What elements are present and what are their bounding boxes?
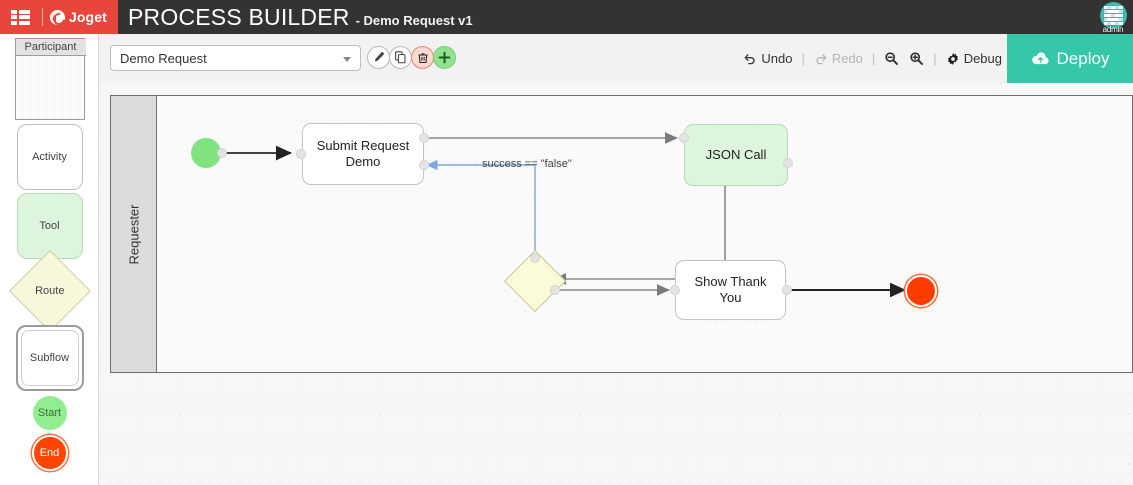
port-route-out	[550, 285, 560, 295]
redo-arrow-icon	[814, 52, 828, 66]
edit-process-button[interactable]	[367, 46, 390, 69]
palette-label-route: Route	[35, 285, 64, 297]
end-shape: End	[32, 435, 68, 471]
participant-shape: Participant	[15, 38, 85, 120]
node-label: Show Thank You	[682, 274, 779, 307]
page-title: PROCESS BUILDER	[128, 0, 350, 34]
palette-item-start[interactable]: Start	[0, 396, 99, 430]
port-start-out	[217, 148, 227, 158]
trash-icon	[417, 52, 429, 64]
add-process-button[interactable]	[433, 46, 456, 69]
joget-mark-icon	[50, 10, 65, 25]
activity-shape: Activity	[17, 124, 83, 190]
port-json-in	[679, 133, 689, 143]
palette-label-participant: Participant	[16, 39, 86, 56]
copy-process-button[interactable]	[389, 46, 412, 69]
toolbar-actions: Undo | Redo |	[738, 34, 1007, 83]
process-select[interactable]: Demo Request	[110, 45, 361, 71]
port-thanks-out	[782, 285, 792, 295]
process-canvas[interactable]: Requester	[99, 83, 1133, 485]
redo-label: Redo	[832, 51, 863, 66]
magnifier-plus-icon	[909, 51, 924, 66]
process-select-value: Demo Request	[120, 51, 207, 66]
port-submit-in-2	[419, 160, 429, 170]
toolbar-separator-1: |	[797, 51, 808, 66]
node-submit-request-demo[interactable]: Submit Request Demo	[302, 123, 424, 185]
palette-item-participant[interactable]: Participant	[0, 38, 99, 120]
pencil-icon	[372, 51, 385, 64]
palette-item-subflow[interactable]: Subflow	[0, 325, 99, 391]
delete-process-button[interactable]	[411, 46, 434, 69]
palette-item-activity[interactable]: Activity	[0, 124, 99, 190]
toolbar-separator-2: |	[868, 51, 879, 66]
joget-logo[interactable]: Joget	[50, 9, 107, 25]
node-end[interactable]	[905, 275, 937, 307]
edge-route-submit	[427, 165, 535, 259]
plus-icon	[438, 51, 451, 64]
magnifier-minus-icon	[884, 51, 899, 66]
redo-button[interactable]: Redo	[809, 51, 868, 66]
start-shape: Start	[33, 396, 67, 430]
deploy-button[interactable]: Deploy	[1007, 34, 1133, 83]
palette-label-subflow: Subflow	[21, 330, 79, 386]
chevron-down-icon	[343, 57, 351, 62]
joget-wordmark: Joget	[69, 9, 107, 25]
top-bar: Joget PROCESS BUILDER - Demo Request v1 …	[0, 0, 1133, 34]
node-label: JSON Call	[706, 147, 767, 163]
edge-label-success-false: success == "false"	[482, 158, 572, 170]
copy-icon	[394, 51, 407, 64]
port-submit-out	[419, 133, 429, 143]
builder-toolbar: Demo Request	[99, 34, 1133, 83]
zoom-in-button[interactable]	[904, 51, 929, 66]
port-route-top	[530, 253, 540, 263]
hamburger-grid-icon[interactable]	[0, 0, 40, 34]
node-json-call[interactable]: JSON Call	[684, 124, 788, 186]
toolbar-separator-3: |	[929, 51, 940, 66]
topbar-spacer	[473, 0, 1093, 34]
node-label: Submit Request Demo	[309, 138, 417, 171]
shape-palette: Participant Activity Tool Route Subflow …	[0, 34, 99, 485]
port-thanks-in	[670, 285, 680, 295]
zoom-out-button[interactable]	[879, 51, 904, 66]
undo-arrow-icon	[743, 52, 757, 66]
title-block: PROCESS BUILDER - Demo Request v1	[118, 0, 473, 34]
port-submit-in	[296, 149, 306, 159]
palette-item-route[interactable]: Route	[0, 262, 99, 320]
brand-divider	[42, 8, 43, 26]
node-show-thank-you[interactable]: Show Thank You	[675, 260, 786, 320]
subflow-shape: Subflow	[16, 325, 84, 391]
connector-layer	[99, 83, 1133, 485]
brand-block: Joget	[0, 0, 118, 34]
debug-label: Debug	[964, 51, 1002, 66]
undo-label: Undo	[761, 51, 792, 66]
username-label: admin	[1093, 25, 1133, 34]
page-subtitle: - Demo Request v1	[356, 4, 473, 38]
undo-button[interactable]: Undo	[738, 51, 797, 66]
gear-icon	[946, 52, 960, 66]
palette-item-end[interactable]: End	[0, 435, 99, 471]
cloud-upload-icon	[1031, 51, 1050, 66]
deploy-label: Deploy	[1057, 49, 1110, 69]
user-menu[interactable]: admin	[1093, 0, 1133, 34]
route-shape: Route	[8, 250, 90, 332]
port-json-out	[783, 158, 793, 168]
debug-button[interactable]: Debug	[941, 51, 1007, 66]
